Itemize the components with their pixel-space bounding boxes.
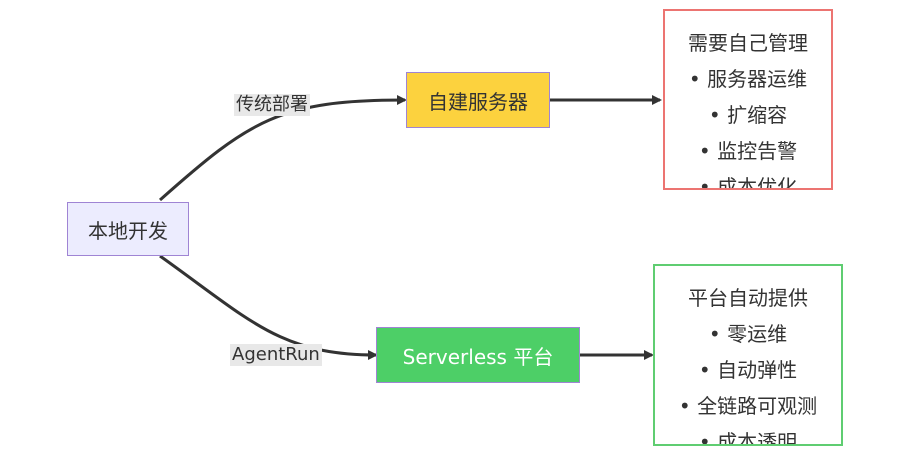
node-local-dev-label: 本地开发 — [88, 218, 168, 243]
list-item: 成本透明 — [655, 424, 841, 444]
list-item: 监控告警 — [665, 133, 831, 169]
list-item: 自动弹性 — [655, 352, 841, 388]
edge-label-traditional: 传统部署 — [234, 94, 310, 116]
node-serverless: Serverless 平台 — [376, 327, 580, 383]
node-self-hosted-label: 自建服务器 — [428, 89, 528, 114]
edge-local-to-server — [159, 95, 407, 202]
node-self-hosted: 自建服务器 — [406, 72, 550, 128]
list-item: 扩缩容 — [665, 97, 831, 133]
box-platform-provides: 平台自动提供 零运维 自动弹性 全链路可观测 成本透明 — [653, 264, 843, 446]
list-item: 服务器运维 — [665, 61, 831, 97]
box-self-manage-title: 需要自己管理 — [688, 31, 808, 55]
node-serverless-label: Serverless 平台 — [402, 344, 554, 369]
list-item: 零运维 — [655, 316, 841, 352]
edge-label-agentrun: AgentRun — [230, 344, 322, 366]
edge-local-to-serverless — [159, 254, 378, 360]
list-item: 全链路可观测 — [655, 388, 841, 424]
box-self-manage: 需要自己管理 服务器运维 扩缩容 监控告警 成本优化 — [663, 9, 833, 190]
box-platform-provides-list: 零运维 自动弹性 全链路可观测 成本透明 — [655, 316, 841, 444]
box-platform-provides-title: 平台自动提供 — [688, 286, 808, 310]
node-local-dev: 本地开发 — [67, 202, 189, 256]
box-self-manage-list: 服务器运维 扩缩容 监控告警 成本优化 — [665, 61, 831, 188]
list-item: 成本优化 — [665, 169, 831, 188]
